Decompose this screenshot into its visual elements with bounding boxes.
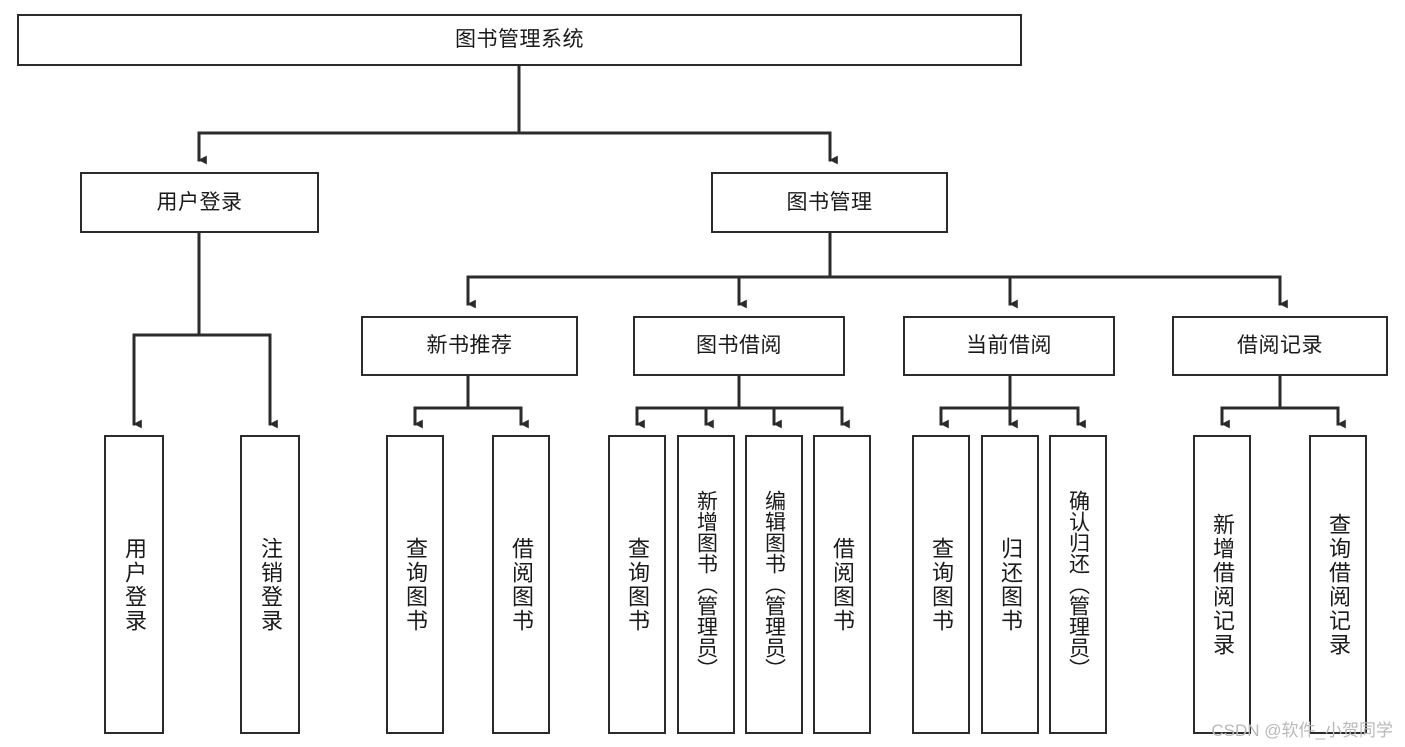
- leaf-rec-borrow-book[interactable]: 借阅图书: [492, 435, 550, 734]
- node-user-login-label: 用户登录: [156, 190, 243, 214]
- leaf-rec-add-record[interactable]: 新增借阅记录: [1193, 435, 1251, 734]
- leaf-bor-query-book[interactable]: 查询图书: [608, 435, 666, 734]
- leaf-bor-query-book-label: 查询图书: [625, 536, 650, 633]
- node-book-manage-label: 图书管理: [786, 190, 873, 214]
- leaf-logout[interactable]: 注销登录: [240, 435, 300, 734]
- leaf-logout-label: 注销登录: [258, 536, 283, 633]
- node-borrow-record[interactable]: 借阅记录: [1172, 316, 1388, 376]
- leaf-cur-confirm-return[interactable]: 确认归还（管理员）: [1049, 435, 1107, 734]
- leaf-rec-query-record[interactable]: 查询借阅记录: [1309, 435, 1367, 734]
- leaf-user-login-label: 用户登录: [122, 536, 147, 633]
- node-book-borrow[interactable]: 图书借阅: [633, 316, 845, 376]
- csdn-watermark: CSDN @软件_小贺同学: [1211, 721, 1393, 740]
- leaf-bor-edit-book[interactable]: 编辑图书（管理员）: [745, 435, 803, 734]
- node-root-label: 图书管理系统: [455, 28, 584, 52]
- leaf-rec-query-book-label: 查询图书: [403, 536, 428, 633]
- leaf-rec-query-book[interactable]: 查询图书: [386, 435, 444, 734]
- node-borrow-record-label: 借阅记录: [1237, 334, 1323, 358]
- leaf-cur-return-book-label: 归还图书: [998, 536, 1023, 633]
- node-current-borrow-label: 当前借阅: [966, 334, 1052, 358]
- leaf-cur-query-book-label: 查询图书: [929, 536, 954, 633]
- node-book-manage[interactable]: 图书管理: [711, 172, 948, 233]
- leaf-rec-borrow-book-label: 借阅图书: [509, 536, 534, 633]
- leaf-bor-edit-book-label: 编辑图书（管理员）: [762, 490, 786, 679]
- leaf-rec-add-record-label: 新增借阅记录: [1210, 512, 1235, 657]
- leaf-user-login[interactable]: 用户登录: [104, 435, 164, 734]
- leaf-bor-borrow-book[interactable]: 借阅图书: [813, 435, 871, 734]
- node-book-borrow-label: 图书借阅: [696, 334, 782, 358]
- leaf-cur-confirm-return-label: 确认归还（管理员）: [1066, 490, 1090, 679]
- node-new-book-rec-label: 新书推荐: [426, 334, 513, 358]
- node-current-borrow[interactable]: 当前借阅: [903, 316, 1115, 376]
- leaf-bor-borrow-book-label: 借阅图书: [830, 536, 855, 633]
- leaf-cur-query-book[interactable]: 查询图书: [912, 435, 970, 734]
- node-new-book-rec[interactable]: 新书推荐: [361, 316, 578, 376]
- leaf-rec-query-record-label: 查询借阅记录: [1326, 512, 1351, 657]
- leaf-bor-add-book-label: 新增图书（管理员）: [694, 490, 718, 679]
- leaf-cur-return-book[interactable]: 归还图书: [981, 435, 1039, 734]
- leaf-bor-add-book[interactable]: 新增图书（管理员）: [677, 435, 735, 734]
- node-root[interactable]: 图书管理系统: [17, 14, 1022, 66]
- node-user-login[interactable]: 用户登录: [80, 172, 319, 233]
